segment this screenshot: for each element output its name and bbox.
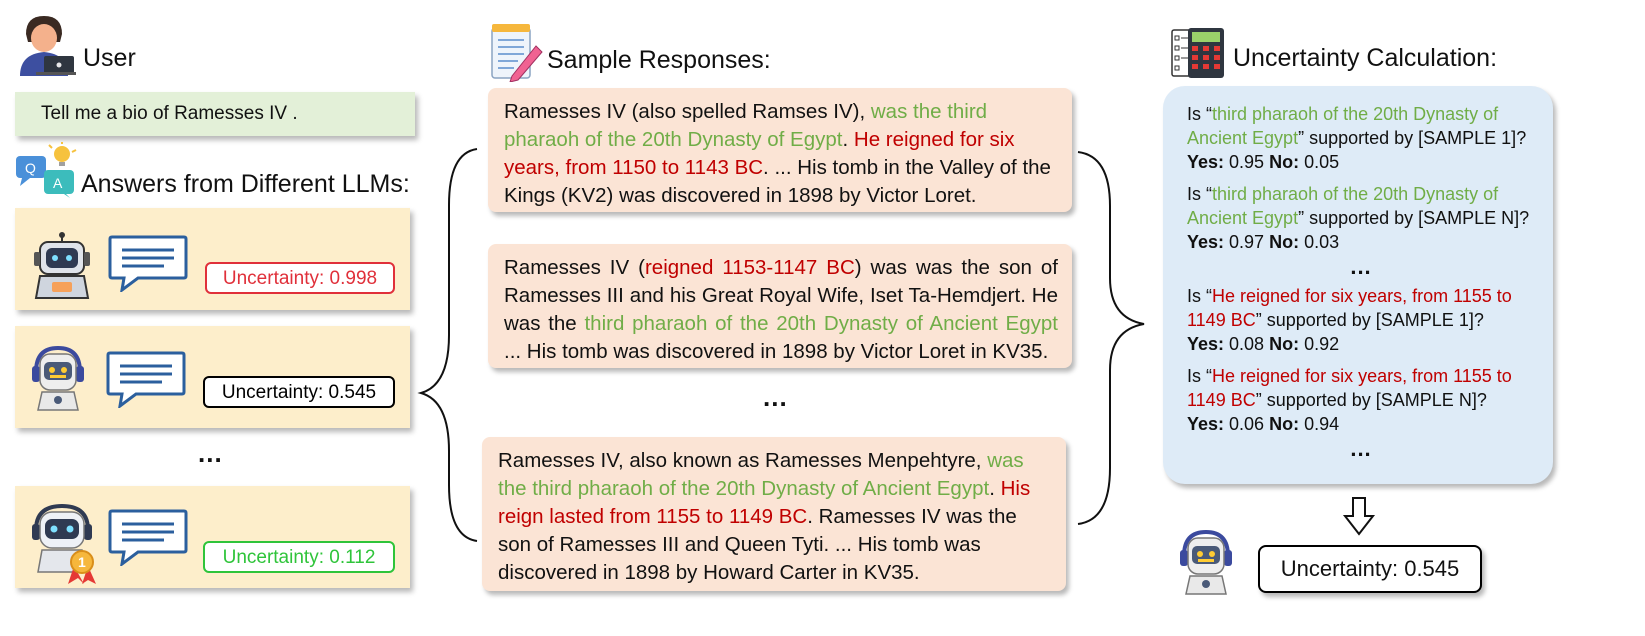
question-text: ” supported by [SAMPLE N]? xyxy=(1298,208,1530,228)
uncertainty-tag-3: Uncertainty: 0.112 xyxy=(203,541,395,573)
robot-medal-icon: 1 xyxy=(32,503,96,584)
response-text: Ramesses IV ( xyxy=(504,256,645,279)
chat-bubble-icon xyxy=(108,235,188,292)
yes-value: 0.08 xyxy=(1224,334,1270,354)
no-value: 0.92 xyxy=(1299,334,1340,354)
no-label: No: xyxy=(1269,414,1300,434)
claim-text: He reigned for six years, from 1155 to 1… xyxy=(1187,366,1512,410)
robot-headphones-icon xyxy=(32,345,84,411)
calc-ellipsis-2: ... xyxy=(1350,436,1372,461)
response-text: . xyxy=(989,477,1001,500)
samples-ellipsis: ... xyxy=(763,382,788,412)
question-text: ” supported by [SAMPLE 1]? xyxy=(1298,128,1527,148)
response-text: ) was was the son of Ramesses III and hi… xyxy=(504,256,1058,335)
no-label: No: xyxy=(1269,152,1300,172)
support-answer-1: Yes: 0.95 No: 0.05 xyxy=(1187,150,1535,174)
sample-response-1: Ramesses IV (also spelled Ramses IV), wa… xyxy=(488,88,1072,212)
calc-ellipsis-1: ... xyxy=(1350,254,1372,279)
answers-label: Answers from Different LLMs: xyxy=(81,170,410,198)
inconsistent-claim: reigned 1153-1147 BC xyxy=(644,256,855,279)
no-value: 0.94 xyxy=(1299,414,1340,434)
chat-bubble-icon xyxy=(108,509,188,566)
calculator-icon xyxy=(1171,28,1224,78)
no-label: No: xyxy=(1269,334,1300,354)
response-text: . ... His tomb in the Valley of the King… xyxy=(504,156,1051,207)
answers-ellipsis: ... xyxy=(198,438,223,468)
question-text: Is “ xyxy=(1187,286,1212,306)
user-prompt: Tell me a bio of Ramesses IV . xyxy=(15,92,415,136)
notepad-pencil-icon xyxy=(491,24,543,82)
support-answer-4: Yes: 0.06 No: 0.94 xyxy=(1187,412,1535,436)
svg-text:A: A xyxy=(53,175,63,191)
claim-text: He reigned for six years, from 1155 to 1… xyxy=(1187,286,1512,330)
yes-value: 0.06 xyxy=(1224,414,1270,434)
question-text: ” supported by [SAMPLE N]? xyxy=(1255,390,1487,410)
uncertainty-tag-2: Uncertainty: 0.545 xyxy=(203,376,395,408)
final-uncertainty-tag: Uncertainty: 0.545 xyxy=(1258,545,1482,593)
support-question-4: Is “He reigned for six years, from 1155 … xyxy=(1187,364,1535,412)
robot-headset-icon xyxy=(34,232,90,299)
response-paragraph: Ramesses IV (reigned 1153-1147 BC) was w… xyxy=(504,254,1058,366)
yes-label: Yes: xyxy=(1187,232,1225,252)
claim-text: third pharaoh of the 20th Dynasty of Anc… xyxy=(1187,104,1499,148)
question-text: Is “ xyxy=(1187,366,1212,386)
no-value: 0.05 xyxy=(1299,152,1340,172)
yes-label: Yes: xyxy=(1187,414,1225,434)
response-text: . Ramesses IV was the son of Ramesses II… xyxy=(498,505,1017,584)
response-text: Ramesses IV (also spelled Ramses IV), xyxy=(504,100,871,123)
sample-responses-label: Sample Responses: xyxy=(547,46,771,74)
consistent-claim: third pharaoh of the 20th Dynasty of Anc… xyxy=(584,312,1058,335)
response-text: Ramesses IV, also known as Ramesses Menp… xyxy=(498,449,988,472)
right-brace xyxy=(1077,151,1145,525)
yes-value: 0.95 xyxy=(1224,152,1270,172)
inconsistent-claim: He reigned for six years, from 1150 to 1… xyxy=(504,128,1015,179)
robot-headphones-icon xyxy=(1180,529,1232,595)
support-question-1: Is “third pharaoh of the 20th Dynasty of… xyxy=(1187,102,1535,150)
support-question-3: Is “He reigned for six years, from 1155 … xyxy=(1187,284,1535,332)
svg-text:Q: Q xyxy=(25,160,36,176)
support-question-2: Is “third pharaoh of the 20th Dynasty of… xyxy=(1187,182,1535,230)
yes-value: 0.97 xyxy=(1224,232,1270,252)
left-brace xyxy=(417,148,478,542)
svg-text:1: 1 xyxy=(78,554,86,570)
no-value: 0.03 xyxy=(1299,232,1340,252)
user-label: User xyxy=(83,44,136,72)
support-answer-3: Yes: 0.08 No: 0.92 xyxy=(1187,332,1535,356)
uncertainty-calc-panel: Is “third pharaoh of the 20th Dynasty of… xyxy=(1163,86,1553,484)
question-text: Is “ xyxy=(1187,184,1212,204)
uncertainty-calc-label: Uncertainty Calculation: xyxy=(1233,44,1498,72)
qa-bubbles-icon: Q A xyxy=(16,142,77,198)
sample-response-3: Ramesses IV, also known as Ramesses Menp… xyxy=(482,437,1066,591)
question-text: ” supported by [SAMPLE 1]? xyxy=(1255,310,1484,330)
down-arrow-icon xyxy=(1342,497,1376,536)
response-text: . xyxy=(842,128,854,151)
consistent-claim: was the third pharaoh of the 20th Dynast… xyxy=(498,449,1024,500)
sample-response-2: Ramesses IV (reigned 1153-1147 BC) was w… xyxy=(488,244,1072,368)
user-laptop-icon xyxy=(20,16,76,76)
uncertainty-tag-1: Uncertainty: 0.998 xyxy=(205,262,395,294)
chat-bubble-icon xyxy=(106,351,186,408)
claim-text: third pharaoh of the 20th Dynasty of Anc… xyxy=(1187,184,1499,228)
inconsistent-claim: His reign lasted from 1155 to 1149 BC xyxy=(498,477,1031,528)
yes-label: Yes: xyxy=(1187,334,1225,354)
question-text: Is “ xyxy=(1187,104,1212,124)
no-label: No: xyxy=(1269,232,1300,252)
consistent-claim: was the third pharaoh of the 20th Dynast… xyxy=(504,100,988,151)
yes-label: Yes: xyxy=(1187,152,1225,172)
response-text: ... His tomb was discovered in 1898 by V… xyxy=(504,340,1049,363)
support-answer-2: Yes: 0.97 No: 0.03 xyxy=(1187,230,1535,254)
